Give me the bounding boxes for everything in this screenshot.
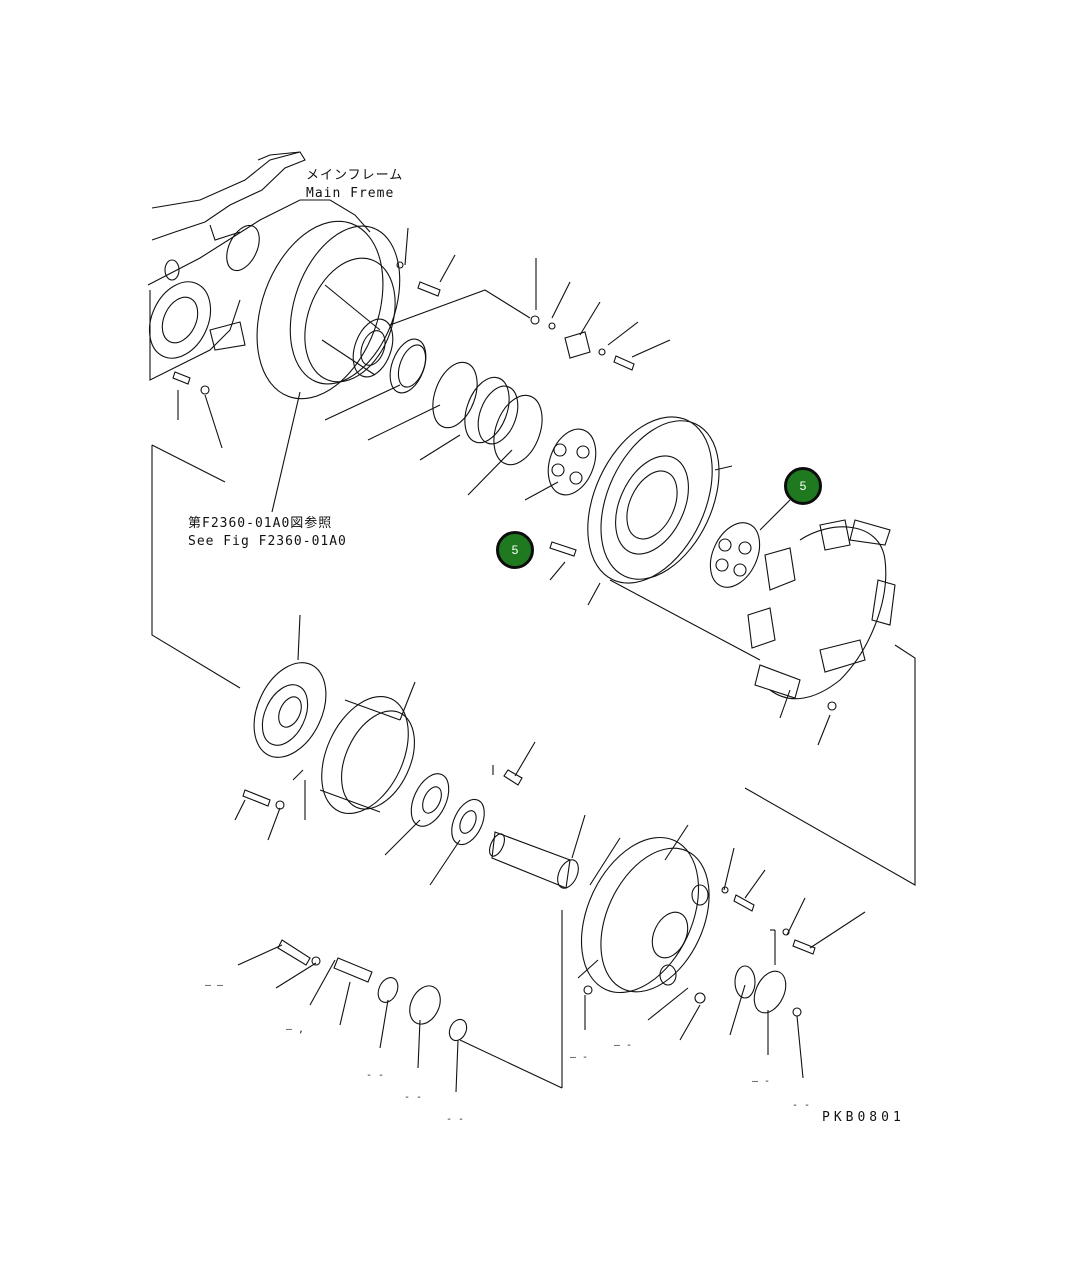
tick-mark: - - <box>792 1100 811 1111</box>
callout-5-upper[interactable]: 5 <box>784 467 822 505</box>
tick-mark: - - <box>446 1114 465 1125</box>
main-frame-label-en: Main Freme <box>306 186 395 201</box>
tick-mark: — — <box>205 980 224 991</box>
final-drive-cover-drawing <box>580 836 787 1014</box>
tick-mark: — - <box>752 1076 771 1087</box>
shaft-drawing <box>489 831 579 889</box>
flange-and-collar-drawing <box>410 773 485 846</box>
see-figure-label-en: See Fig F2360-01A0 <box>188 534 347 549</box>
main-frame-label-jp: メインフレーム <box>306 168 404 183</box>
tick-mark: – , <box>286 1024 305 1035</box>
small-parts-drawing <box>172 261 837 1042</box>
housing-drawing <box>256 220 401 400</box>
drum-and-plate-drawing <box>253 662 415 814</box>
tick-mark: - - <box>404 1092 423 1103</box>
callout-5-lower[interactable]: 5 <box>496 531 534 569</box>
brake-disc-drawing <box>587 416 720 584</box>
main-frame-drawing <box>147 151 371 381</box>
carrier-and-segments-drawing <box>709 519 896 700</box>
tick-mark: — - <box>614 1040 633 1051</box>
tick-mark: — - <box>570 1052 589 1063</box>
bearing-rings-drawing <box>389 338 597 496</box>
drawing-code: PKB0801 <box>822 1110 905 1125</box>
leader-lines <box>151 227 916 1093</box>
tick-mark: - - <box>366 1070 385 1081</box>
see-figure-label-jp: 第F2360-01A0図参照 <box>188 516 333 531</box>
